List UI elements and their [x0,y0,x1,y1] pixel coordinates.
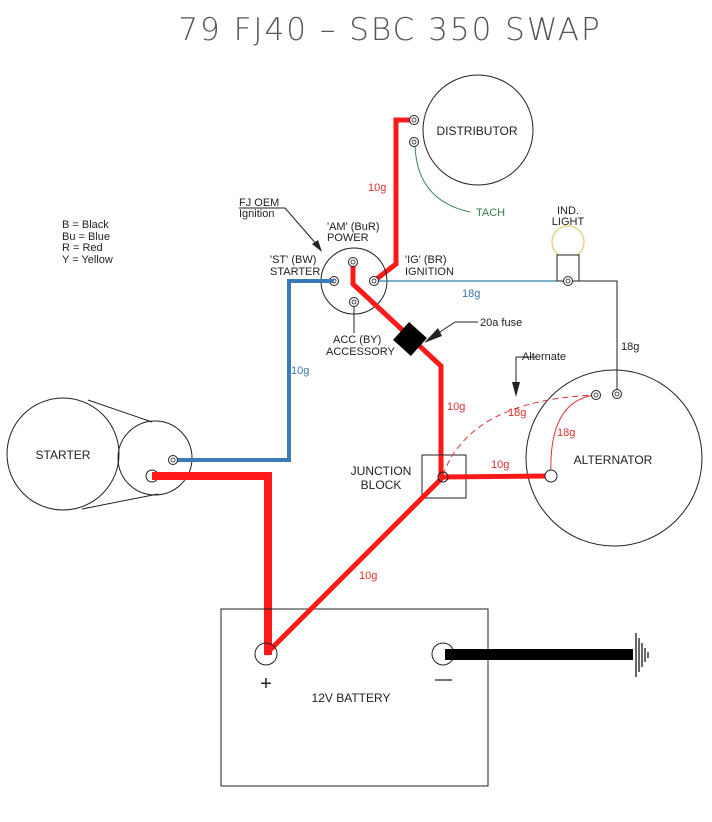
alternate-label: Alternate [522,351,566,363]
gauge-label-battery-junction: 10g [359,570,377,582]
wire-dist-to-ignition [372,117,414,283]
wire-junction-to-alternator [440,473,552,480]
ground-icon [635,633,649,677]
wire-alternator-sense [550,394,597,477]
diagram-title: 79 FJ40 – SBC 350 SWAP [178,12,601,48]
alternator-label: ALTERNATOR [574,453,653,467]
acc-terminal [349,297,359,307]
starter-terminal-s [168,455,178,465]
battery-positive-terminal [254,642,278,666]
alternate-callout-leader [515,356,536,392]
battery-label: 12V BATTERY [312,691,391,705]
legend-yellow: Y = Yellow [62,254,113,266]
ignition-callout-arrow-icon [312,240,322,252]
wire-battery-to-junction [264,475,445,656]
gauge-label-alt-sense: 18g [557,427,575,439]
ignition-callout-line2: Ignition [239,208,274,220]
ind-light-label-line1: IND. [557,205,579,217]
am-terminal [348,257,358,267]
ind-light-label-line2: LIGHT [552,216,585,228]
wire-light-to-alternator [568,280,618,395]
distributor: DISTRIBUTOR [422,74,534,186]
color-legend: B = Black Bu = Blue R = Red Y = Yellow [62,219,113,266]
ig-terminal [369,276,379,286]
starter-belt-top [87,399,153,423]
junction-label-line1: JUNCTION [351,464,412,478]
battery-body [220,608,489,787]
starter-label: STARTER [36,448,91,462]
gauge-label-dist: 10g [368,182,386,194]
distributor-terminal-tach [409,137,419,147]
tach-label: TACH [476,207,505,219]
fuse-20a [393,322,427,356]
wire-starter-to-battery [153,472,272,655]
light-terminal [563,276,573,286]
ig-terminal-sublabel: IGNITION [405,266,454,278]
junction-label-line2: BLOCK [361,478,402,492]
ignition-callout-line1: FJ OEM [239,197,279,209]
starter-belt-bottom [81,493,159,510]
starter-terminal-b-lug [152,472,168,480]
indicator-light: IND. LIGHT [551,205,585,282]
ig-terminal-label: 'IG' (BR) [405,254,446,266]
fuse-icon [393,322,427,356]
wire-am-to-junction [350,263,444,477]
wire-starter-to-ignition [173,279,334,462]
st-terminal-sublabel: STARTER [270,266,320,278]
starter: STARTER [6,397,193,511]
alternator-body [525,369,703,547]
legend-black: B = Black [62,219,109,231]
bulb-icon [551,225,585,259]
alternator-terminal-lamp [612,389,622,399]
alternator-terminal-bat [544,469,558,483]
gauge-label-starter-ign: 10g [291,365,309,377]
alternate-callout-arrow-icon [512,382,520,397]
gauge-label-alternate: 18g [508,407,526,419]
battery-positive-label: + [260,673,272,695]
legend-red: R = Red [62,242,103,254]
tach-wire [414,141,471,213]
distributor-terminal-power [409,115,419,125]
distributor-body [422,74,534,186]
ground-strap [445,649,633,660]
fuse-callout-arrow-icon [424,328,442,343]
distributor-label: DISTRIBUTOR [436,124,517,138]
am-terminal-sublabel: POWER [327,232,369,244]
st-terminal-label: 'ST' (BW) [270,254,316,266]
acc-terminal-label: ACC (BY) [333,334,381,346]
fuse-label: 20a fuse [480,317,522,329]
ignition-callout-leader [239,207,319,247]
alternator-terminal-sense [591,390,601,400]
wire-alternate-sense [442,394,597,476]
junction-node [437,471,449,483]
gauge-label-junction-alt: 10g [491,459,509,471]
am-terminal-label: 'AM' (BuR) [327,221,379,233]
gauge-label-fuse-junction: 10g [447,401,465,413]
acc-terminal-sublabel: ACCESSORY [326,346,396,358]
legend-blue: Bu = Blue [62,231,110,243]
gauge-label-ign-light: 18g [462,288,480,300]
gauge-label-light-alt: 18g [621,341,639,353]
starter-body [6,397,120,511]
